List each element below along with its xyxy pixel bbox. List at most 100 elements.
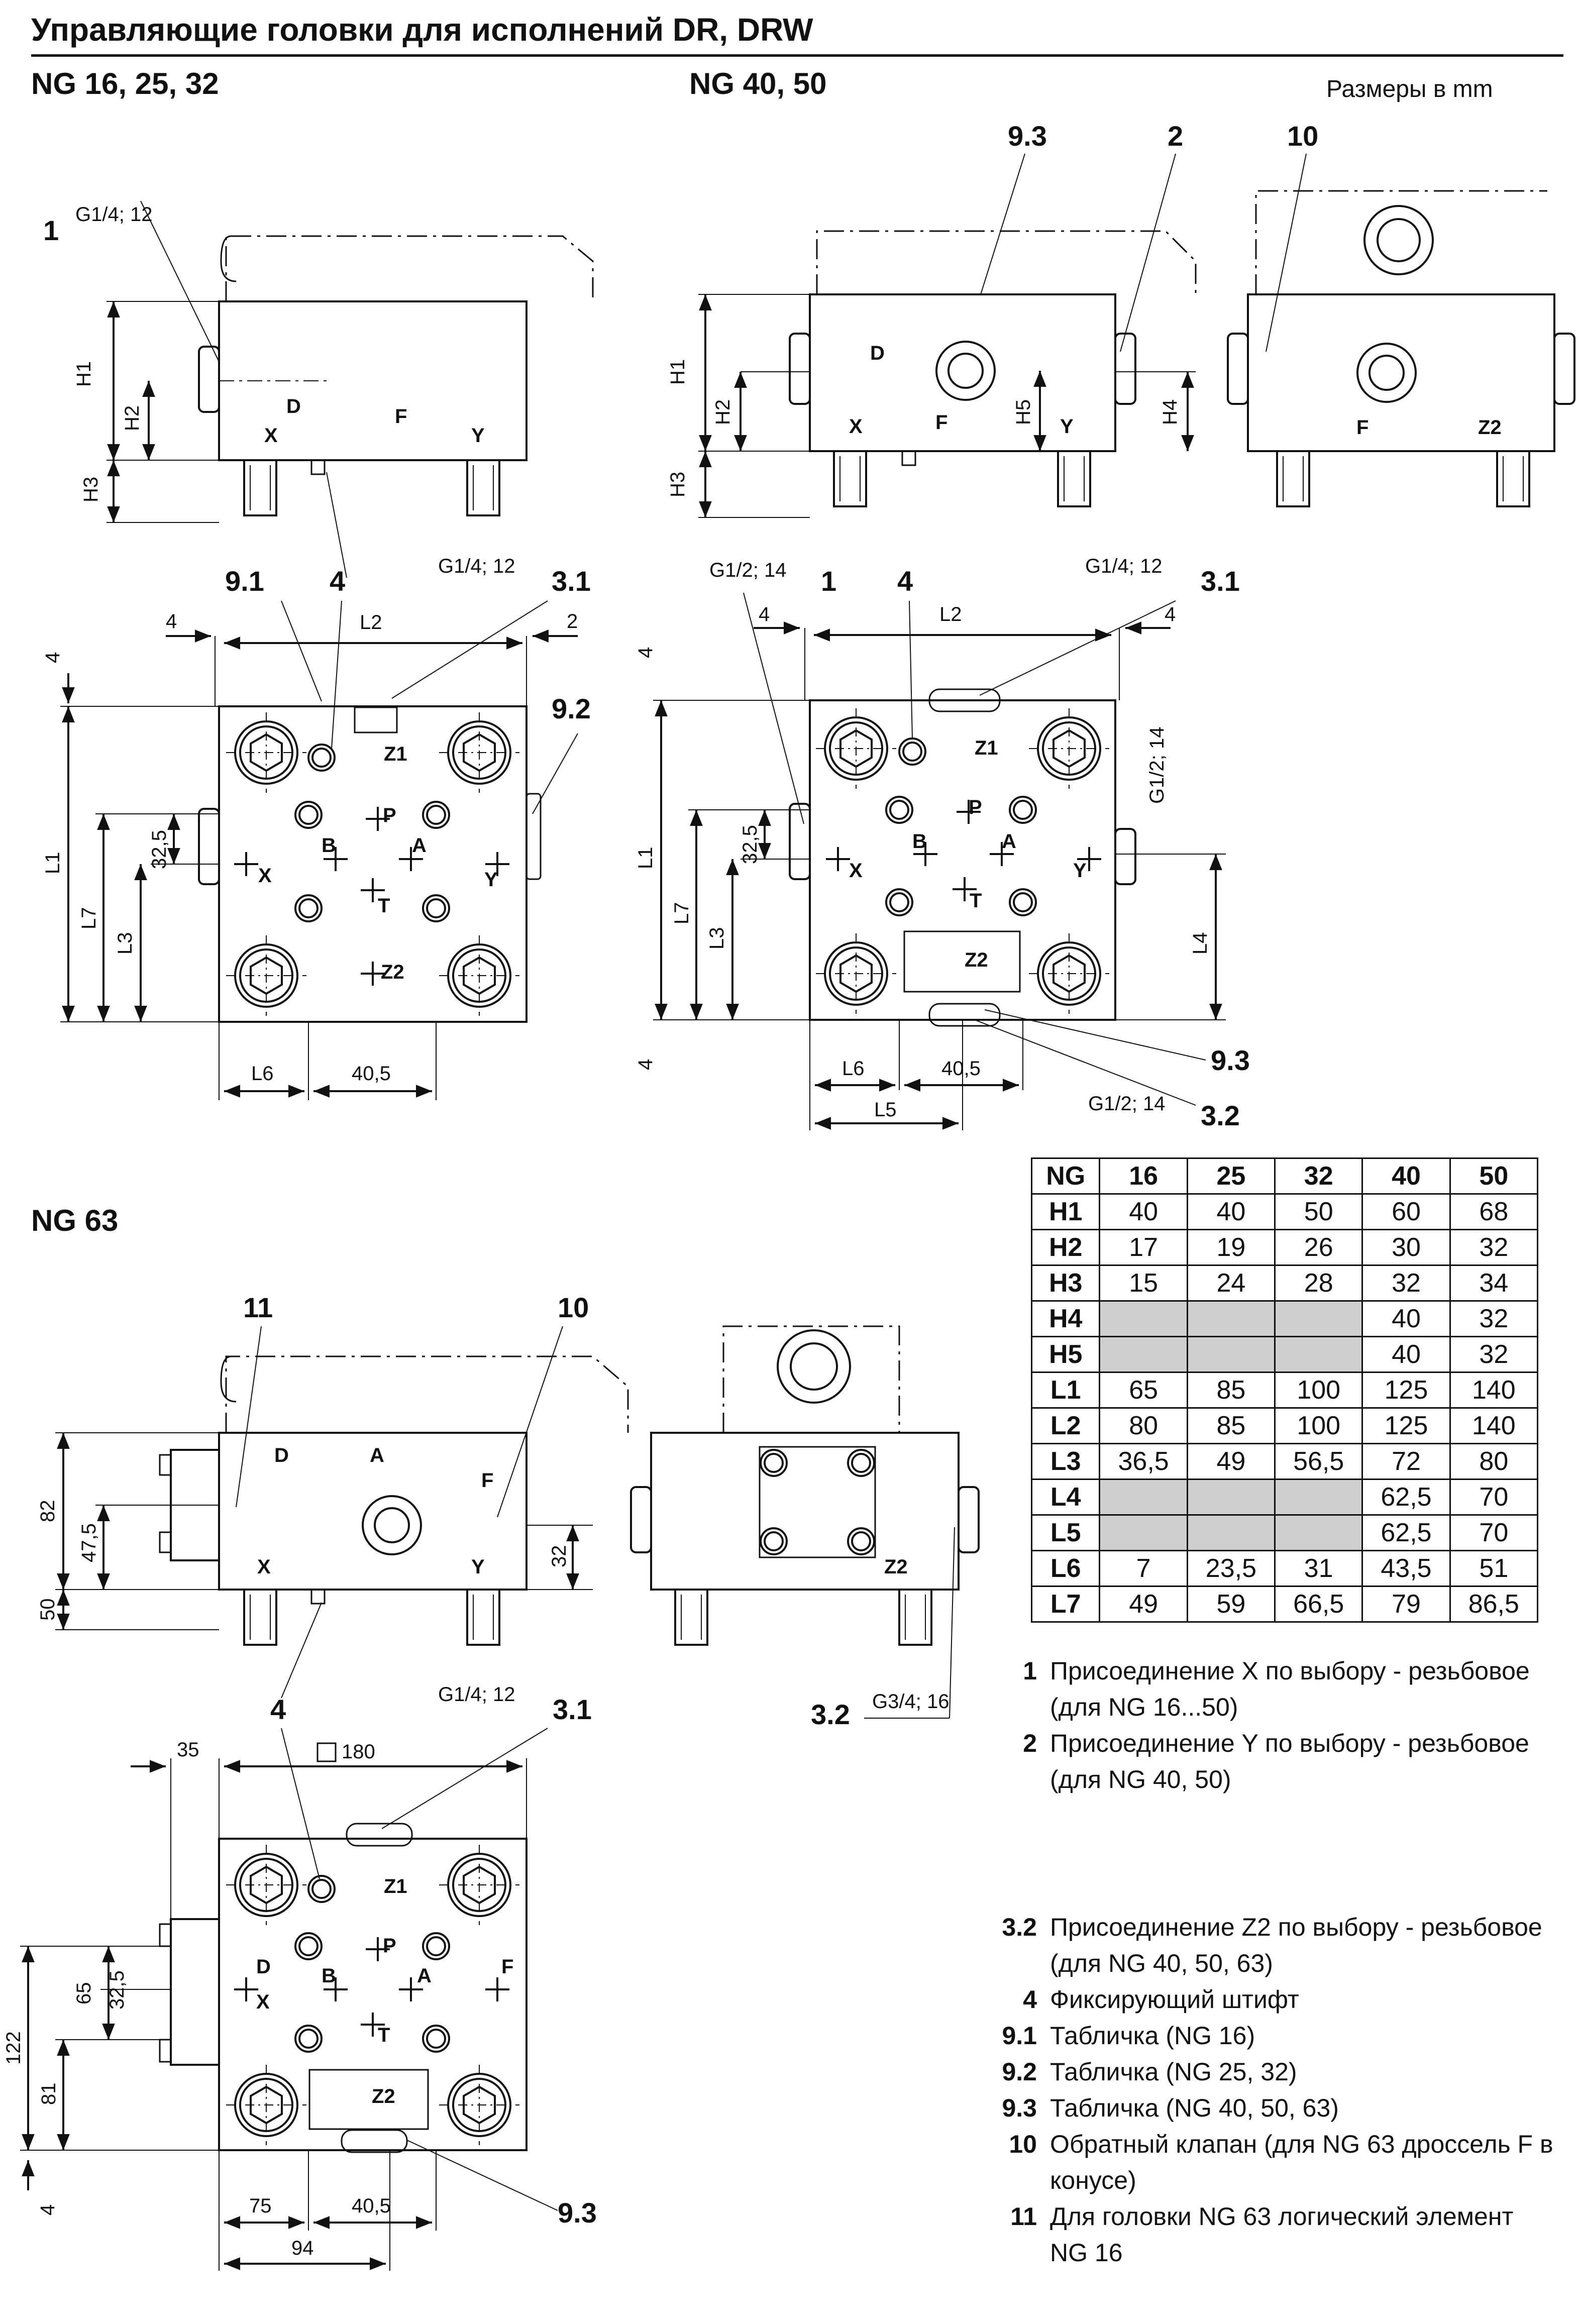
table-cell bbox=[1186, 1514, 1276, 1551]
table-row-label: H5 bbox=[1030, 1336, 1101, 1373]
legend-item-text: Табличка (NG 16) bbox=[1050, 2022, 1255, 2050]
table-cell: 15 bbox=[1099, 1264, 1188, 1302]
table-row-label: L3 bbox=[1030, 1443, 1101, 1480]
table-cell: 85 bbox=[1186, 1371, 1276, 1409]
table-cell: 36,5 bbox=[1099, 1443, 1188, 1480]
port-x-ng40: X bbox=[849, 415, 863, 438]
dim-40-5-ng40: 40,5 bbox=[941, 1058, 981, 1080]
port-b-ng40: B bbox=[912, 830, 927, 853]
table-cell: 70 bbox=[1449, 1478, 1539, 1516]
ng16-front-view bbox=[107, 200, 594, 578]
callout-4-ng63: 4 bbox=[270, 1694, 286, 1725]
port-d: D bbox=[286, 395, 301, 417]
table-cell: 85 bbox=[1186, 1407, 1276, 1444]
ng63-front-view bbox=[55, 1326, 629, 1699]
table-cell: 72 bbox=[1361, 1443, 1451, 1480]
thread-g14-12-b: G1/4; 12 bbox=[438, 555, 515, 577]
callout-9-2: 9.2 bbox=[552, 693, 591, 724]
table-cell: 40 bbox=[1099, 1193, 1188, 1230]
port-a-ng40: A bbox=[1002, 830, 1016, 853]
dim-l3-ng40: L3 bbox=[706, 927, 728, 950]
table-cell: 40 bbox=[1361, 1300, 1451, 1337]
table-cell bbox=[1186, 1300, 1276, 1337]
port-f-ng40: F bbox=[935, 411, 947, 434]
dim-180: 180 bbox=[342, 1741, 375, 1763]
table-cell: 50 bbox=[1274, 1193, 1363, 1230]
legend-item-number: 10 bbox=[1009, 2130, 1037, 2158]
thread-g12-14-c: G1/2; 14 bbox=[1088, 1093, 1165, 1115]
ng40-front-view bbox=[698, 153, 1197, 518]
table-cell: 49 bbox=[1099, 1586, 1188, 1623]
port-d-ng63: D bbox=[274, 1444, 289, 1466]
dim-h5: H5 bbox=[1012, 399, 1034, 425]
port-f-ng63: F bbox=[481, 1469, 493, 1492]
table-cell: 65 bbox=[1099, 1371, 1188, 1409]
port-p-ng63: P bbox=[383, 1935, 396, 1957]
table-row-label: L1 bbox=[1030, 1371, 1101, 1409]
thread-g12-14-a: G1/2; 14 bbox=[709, 559, 786, 581]
table-cell bbox=[1186, 1478, 1276, 1516]
table-cell bbox=[1274, 1478, 1363, 1516]
legend-item-text: Обратный клапан (для NG 63 дроссель F в … bbox=[1050, 2130, 1553, 2194]
port-a: A bbox=[412, 834, 427, 857]
dim-h1-ng40: H1 bbox=[667, 359, 689, 385]
dim-122: 122 bbox=[3, 2031, 25, 2065]
port-z2-ng40: Z2 bbox=[965, 949, 988, 971]
table-cell: 125 bbox=[1361, 1407, 1451, 1444]
dim-l7-ng40: L7 bbox=[671, 902, 693, 925]
dim-50: 50 bbox=[37, 1599, 59, 1621]
dim-94: 94 bbox=[291, 2237, 314, 2259]
square-symbol-180 bbox=[317, 1742, 337, 1762]
callout-3-1-ng63: 3.1 bbox=[553, 1694, 592, 1725]
table-cell: 125 bbox=[1361, 1371, 1451, 1409]
table-cell: 68 bbox=[1449, 1193, 1539, 1230]
port-z1-ng63: Z1 bbox=[384, 1875, 407, 1897]
dim-l1: L1 bbox=[42, 852, 64, 875]
legend-item-number: 2 bbox=[1023, 1729, 1037, 1757]
table-cell: 26 bbox=[1274, 1229, 1363, 1266]
callout-9-3-c: 9.3 bbox=[558, 2197, 597, 2229]
ng40-top-view bbox=[653, 592, 1226, 1130]
table-cell bbox=[1274, 1336, 1363, 1373]
table-cell: 80 bbox=[1449, 1443, 1539, 1480]
ng63-top-view bbox=[20, 1728, 558, 2271]
dim-l6: L6 bbox=[251, 1063, 274, 1085]
table-cell: 32 bbox=[1449, 1229, 1539, 1266]
port-z2-ng63: Z2 bbox=[372, 2085, 395, 2107]
port-x-top: X bbox=[258, 865, 272, 887]
table-cell: 30 bbox=[1361, 1229, 1451, 1266]
port-a-top-ng63: A bbox=[417, 1965, 432, 1987]
dim-32-5: 32,5 bbox=[148, 830, 170, 869]
table-cell: 62,5 bbox=[1361, 1478, 1451, 1516]
dim-4-d: 4 bbox=[1165, 603, 1176, 625]
port-y-ng40: Y bbox=[1060, 415, 1074, 438]
legend-item-number: 1 bbox=[1023, 1657, 1037, 1685]
callout-9-1: 9.1 bbox=[225, 565, 264, 597]
port-y-top-ng40: Y bbox=[1073, 860, 1087, 882]
table-cell: 24 bbox=[1186, 1264, 1276, 1302]
table-row-label: H4 bbox=[1030, 1300, 1101, 1337]
port-y: Y bbox=[471, 425, 485, 447]
table-cell bbox=[1099, 1478, 1188, 1516]
port-f-top-ng63: F bbox=[501, 1956, 513, 1978]
table-cell: 66,5 bbox=[1274, 1586, 1363, 1623]
table-row-label: L2 bbox=[1030, 1407, 1101, 1444]
table-header-cell: NG bbox=[1030, 1157, 1101, 1195]
table-row-label: L6 bbox=[1030, 1550, 1101, 1587]
dim-l7: L7 bbox=[78, 907, 100, 930]
table-cell bbox=[1274, 1514, 1363, 1551]
title-rule bbox=[31, 54, 1563, 57]
port-f: F bbox=[395, 405, 407, 428]
table-row-label: H3 bbox=[1030, 1264, 1101, 1302]
legend-item-number: 9.1 bbox=[1002, 2022, 1037, 2050]
table-cell: 140 bbox=[1449, 1407, 1539, 1444]
table-header-cell: 25 bbox=[1186, 1157, 1276, 1195]
thread-g34-16: G3/4; 16 bbox=[872, 1691, 949, 1713]
